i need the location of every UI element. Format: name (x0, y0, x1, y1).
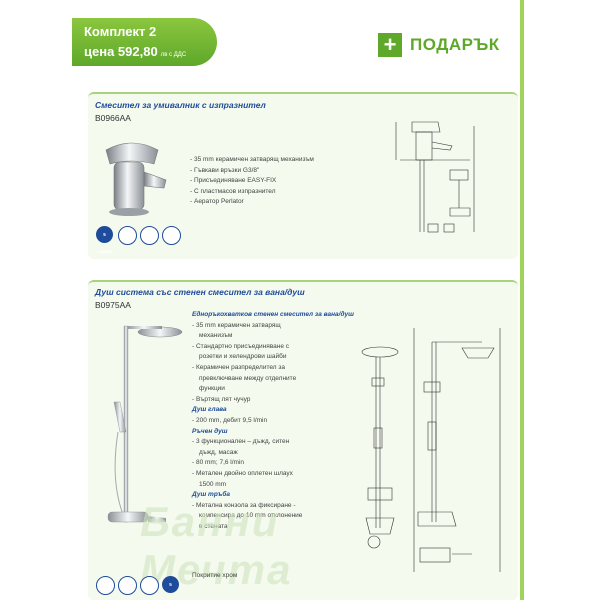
feature-cont: превключване между отделните (199, 374, 297, 382)
product2-features: Еднoръкохватков стенен смесител за вана/… (192, 310, 354, 532)
shower-system-image (107, 325, 183, 523)
section-header: Еднoръкохватков стенен смесител за вана/… (192, 311, 354, 318)
feature-cont: механизъм (199, 332, 233, 340)
shower-system-side-drawing (413, 328, 501, 572)
feature-cont: розетки и хелендрови шайби (199, 353, 287, 361)
right-edge-stripe (520, 0, 524, 600)
warranty-badge: 5 години (162, 576, 179, 604)
product1-features: 35 mm керамичен затварящ механизъм Гъвка… (190, 155, 314, 208)
feature: Метална конзола за фиксиране - (192, 501, 354, 512)
gift-label: + ПОДАРЪК (378, 32, 500, 58)
product2-code: B0975AA (95, 300, 131, 310)
feature: Гъвкави връзки G3/8" (190, 166, 314, 177)
feature-cont: компенсира до 10 mm отклонение (199, 512, 303, 520)
feature-cont: дъжд, масаж (199, 448, 238, 456)
section-header: Душ тръба (192, 491, 231, 499)
coating-label: Покритие хром (192, 572, 238, 579)
plus-icon: + (378, 33, 402, 57)
feature-cont: функции (199, 385, 225, 393)
feature-cont: в стената (199, 522, 228, 530)
ceramic-icon (140, 576, 159, 595)
feature: 200 mm, дебит 9,5 l/min (192, 416, 354, 427)
warranty-badge: 5 години (96, 226, 113, 254)
product2-title: Душ система със стенен смесител за вана/… (95, 287, 305, 297)
feature: Аератор Perlator (190, 197, 314, 208)
feature: Стандартно присъединяване с (192, 342, 354, 353)
feature: Керамичен разпределител за (192, 363, 354, 374)
easyfix-icon (118, 576, 137, 595)
easyfix-icon (118, 226, 137, 245)
feature: Въртящ лят чучур (192, 395, 354, 406)
product1-title: Смесител за умивалник с изпразнител (95, 100, 266, 110)
feature: 35 mm керамичен затварящ механизъм (190, 155, 314, 166)
eco-icon (162, 226, 181, 245)
basin-faucet-technical-drawing (395, 121, 475, 233)
basin-faucet-image (105, 142, 167, 216)
gift-text: ПОДАРЪК (410, 35, 500, 54)
section-header: Ръчен душ (192, 427, 228, 435)
feature: С пластмасов изпразнител (190, 187, 314, 198)
watermark-logo: Банни Мечта (140, 498, 293, 593)
shower-system-front-drawing (361, 346, 399, 549)
product1-code: B0966AA (95, 113, 131, 123)
handshower-icon (96, 576, 115, 595)
perlator-icon (140, 226, 159, 245)
feature: Метален двойно оплетен шлаух (192, 469, 354, 480)
section-header: Душ глава (192, 406, 227, 414)
feature: Присъединяване EASY-FIX (190, 176, 314, 187)
feature: 35 mm керамичен затварящ (192, 321, 354, 332)
set-title: Комплект 2 (84, 24, 157, 39)
feature: 80 mm; 7,6 l/min (192, 458, 354, 469)
feature-cont: 1500 mm (199, 480, 227, 488)
feature: 3 функционален – дъжд, ситен (192, 437, 354, 448)
